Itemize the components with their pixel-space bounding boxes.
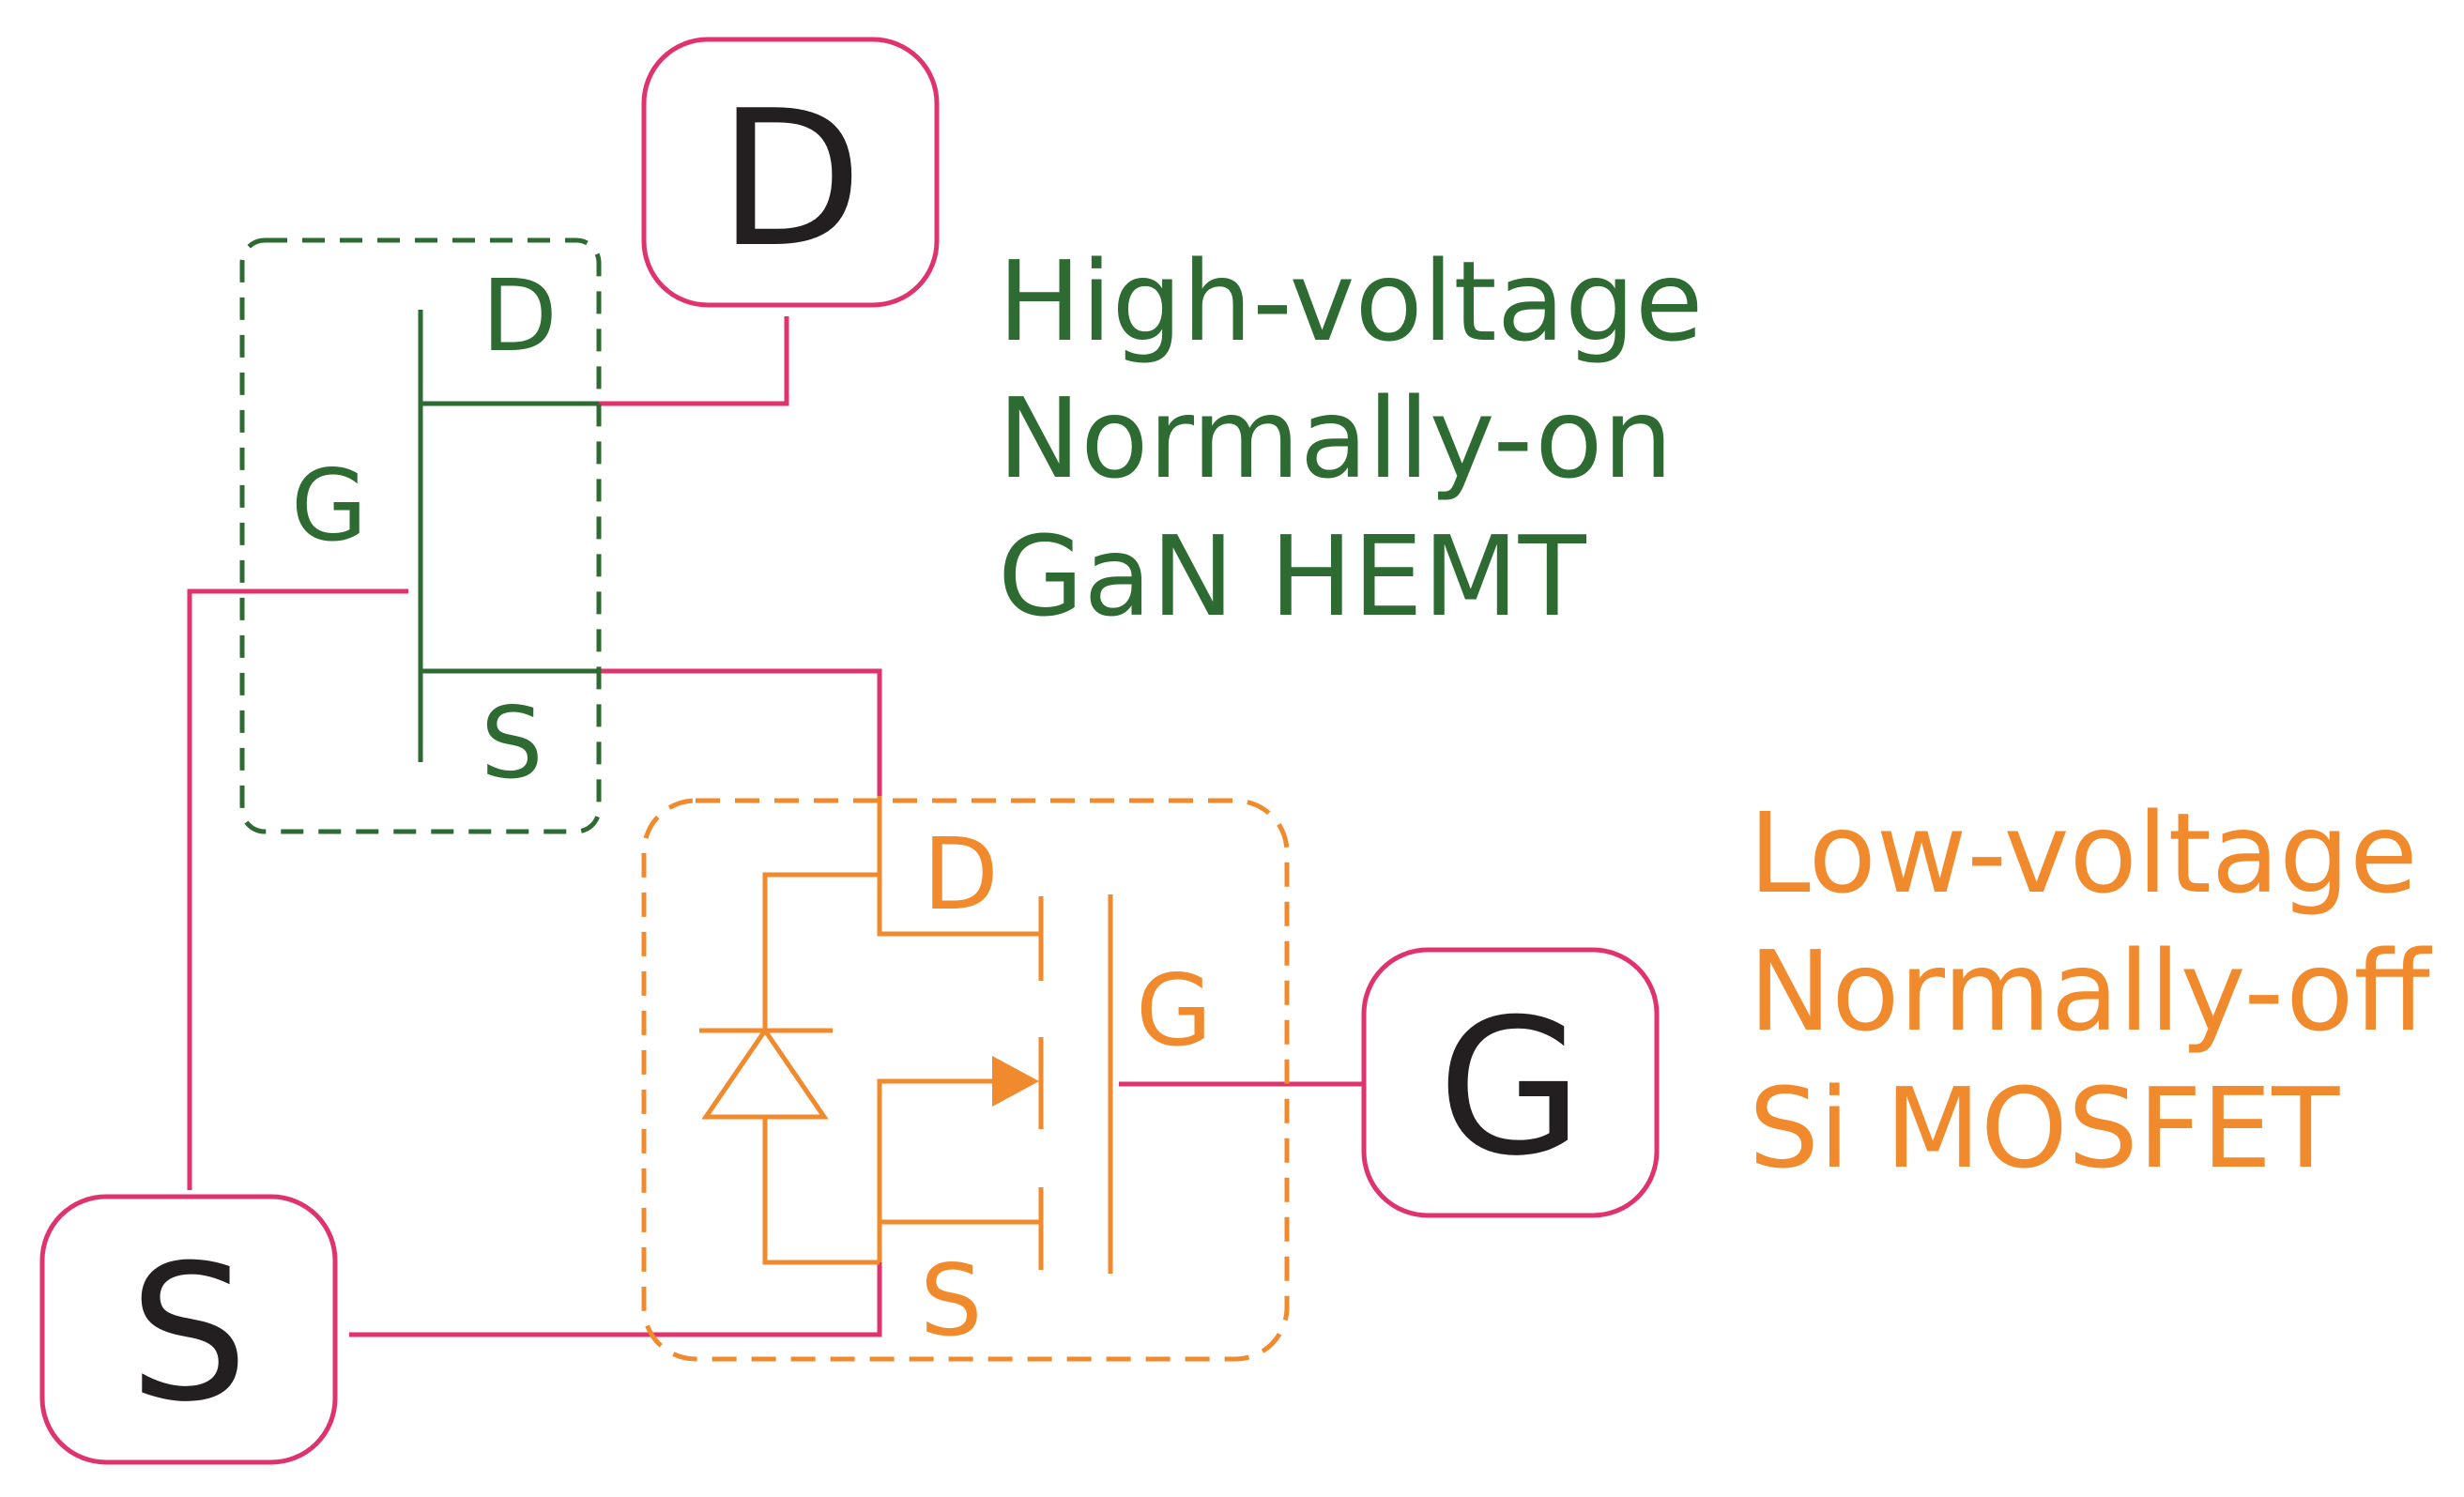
gan-hemt-symbol: D G S — [239, 237, 602, 834]
mosfet-drain-lead — [877, 796, 1041, 937]
mosfet-pin-source: S — [920, 1244, 983, 1358]
si-mosfet-symbol: D G S — [641, 796, 1290, 1362]
terminal-drain-box — [641, 37, 940, 308]
mosfet-body-diode — [701, 1026, 829, 1120]
wire-hemt-source-to-mosfet-drain — [591, 668, 882, 796]
mosfet-description-line-2: Normally-off — [1749, 926, 2432, 1056]
mosfet-diode-bottom-lead — [762, 1117, 880, 1265]
hemt-pin-gate: G — [291, 449, 367, 563]
gan-hemt-description: High-voltage Normally-on GaN HEMT — [998, 237, 1704, 641]
mosfet-diode-top-lead — [762, 872, 880, 1031]
terminal-source-box — [39, 1194, 338, 1465]
mosfet-pin-gate: G — [1136, 954, 1212, 1068]
wire-source-to-hemt-gate — [187, 588, 408, 1190]
mosfet-body-lead — [877, 1078, 995, 1262]
terminal-drain-label: D — [718, 70, 863, 289]
terminal-gate-label: G — [1438, 979, 1584, 1198]
interconnect-wires — [187, 316, 1364, 1337]
wire-source-to-mosfet-source — [349, 1262, 882, 1337]
mosfet-description-line-1: Low-voltage — [1749, 788, 2418, 918]
gan-description-line-2: Normally-on — [998, 374, 1673, 503]
terminal-source: S — [39, 1194, 338, 1465]
hemt-pin-source: S — [481, 686, 543, 801]
mosfet-description-line-3: Si MOSFET — [1749, 1063, 2340, 1193]
mosfet-pin-drain: D — [923, 817, 999, 932]
wire-drain-to-hemt — [591, 316, 789, 406]
gan-description-line-3: GaN HEMT — [998, 512, 1587, 641]
terminal-gate: G — [1361, 947, 1660, 1218]
si-mosfet-boundary — [641, 798, 1290, 1362]
gan-description-line-1: High-voltage — [998, 237, 1704, 366]
terminal-source-label: S — [130, 1225, 249, 1444]
terminal-gate-box — [1361, 947, 1660, 1218]
hemt-pin-drain: D — [482, 259, 558, 374]
si-mosfet-description: Low-voltage Normally-off Si MOSFET — [1749, 788, 2432, 1193]
terminal-drain: D — [641, 37, 940, 308]
mosfet-body-arrow — [992, 1056, 1039, 1107]
gan-hemt-boundary — [239, 237, 602, 834]
